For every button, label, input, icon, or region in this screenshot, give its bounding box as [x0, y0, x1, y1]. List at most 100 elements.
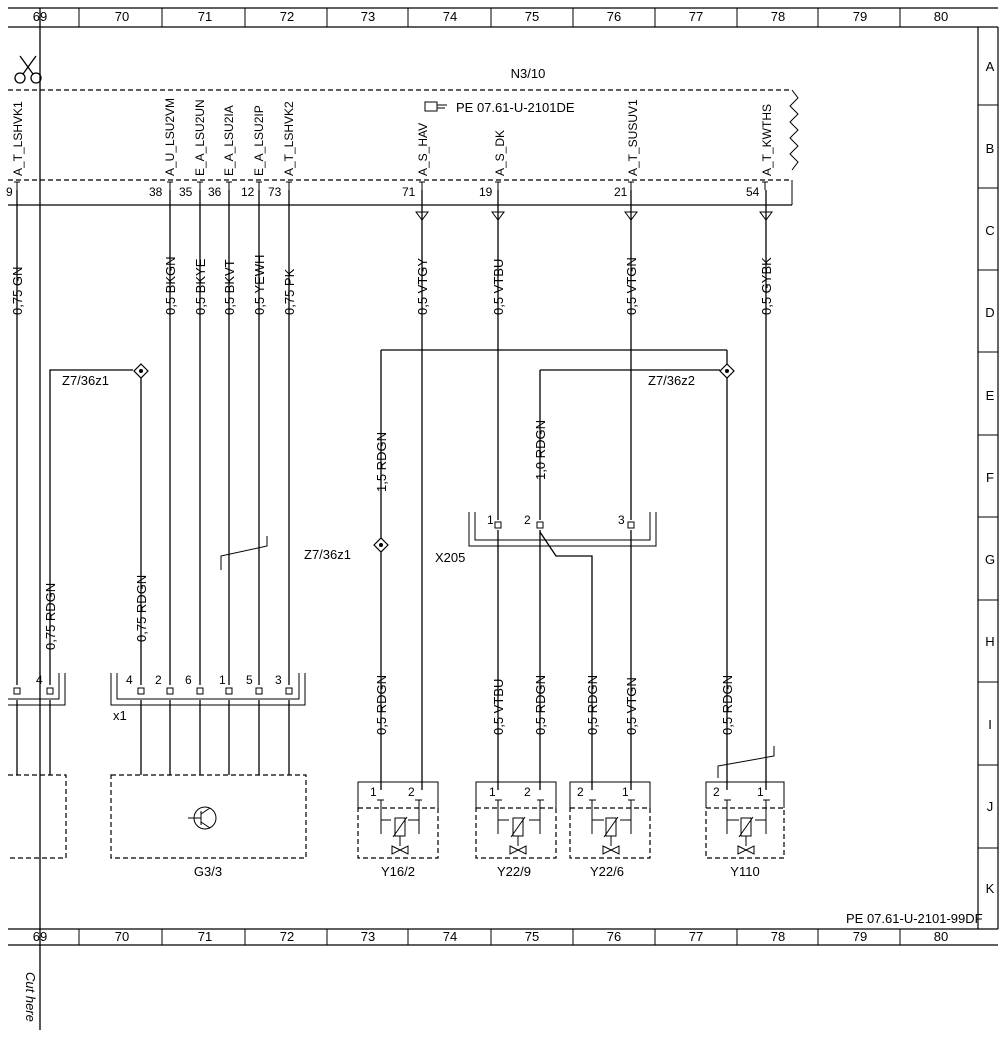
splice-z7-36z1-left: Z7/36z1 — [62, 363, 149, 388]
component-name: G3/3 — [194, 864, 222, 879]
signal-label: A_S_HAV — [416, 123, 430, 176]
footer-reference: PE 07.61-U-2101-99DF — [846, 911, 983, 926]
signal-label: E_A_LSU2IP — [252, 105, 266, 176]
component-left-partial — [8, 774, 67, 859]
col-label: 77 — [689, 9, 703, 24]
splice-label: Z7/36z2 — [648, 373, 695, 388]
splice-label: Z7/36z1 — [62, 373, 109, 388]
col-label: 71 — [198, 929, 212, 944]
splice-z7-36z1-mid: Z7/36z1 — [304, 537, 389, 562]
col-label: 73 — [361, 929, 375, 944]
wire-label: 1,5 RDGN — [374, 432, 389, 492]
wire-label: 0,5 RDGN — [533, 675, 548, 735]
row-label: K — [986, 881, 995, 896]
pin-number: 6 — [185, 673, 192, 687]
column-labels-top: 69 70 71 72 73 74 75 76 77 78 79 80 — [33, 9, 948, 24]
col-label: 79 — [853, 9, 867, 24]
wire-label: 0,5 YEWH — [252, 255, 267, 315]
signal-label: A_T_KWTHS — [760, 104, 774, 176]
wire-label: 0,5 RDGN — [720, 675, 735, 735]
col-label: 74 — [443, 929, 457, 944]
wire-label: 0,5 BKGN — [163, 256, 178, 315]
connector-x1: 4 2 6 1 5 3 x1 — [110, 673, 306, 723]
pin-number: 2 — [524, 513, 531, 527]
col-label: 75 — [525, 9, 539, 24]
signal-label: A_T_LSHVK2 — [282, 101, 296, 176]
signal-label: E_A_LSU2UN — [193, 99, 207, 176]
splice-label: Z7/36z1 — [304, 547, 351, 562]
col-label: 70 — [115, 929, 129, 944]
pin-number: 19 — [479, 185, 493, 199]
row-labels: A B C D E F G H I J K — [985, 59, 995, 896]
wire-label: 0,5 VTGN — [624, 677, 639, 735]
scissors-icon — [14, 55, 42, 84]
col-label: 71 — [198, 9, 212, 24]
pin-number: 2 — [524, 785, 531, 799]
col-label: 74 — [443, 9, 457, 24]
row-label: A — [986, 59, 995, 74]
pin-number: 35 — [179, 185, 193, 199]
solenoid-valve-icon — [391, 816, 409, 855]
signal-label: A_S_DK — [493, 130, 507, 176]
wire-label: 0,5 GYBK — [759, 257, 774, 315]
control-unit-reference: PE 07.61-U-2101DE — [456, 100, 575, 115]
wire-label: 0,75 RDGN — [134, 575, 149, 642]
pin-number: 3 — [618, 513, 625, 527]
signal-label: A_U_LSU2VM — [163, 98, 177, 176]
row-label: J — [987, 799, 994, 814]
col-label: 79 — [853, 929, 867, 944]
control-unit-name: N3/10 — [511, 66, 546, 81]
wire-label: 0,75 RDGN — [43, 583, 58, 650]
solenoid-valve-icon — [509, 816, 527, 855]
pin-number: 9 — [6, 185, 13, 199]
transistor-icon — [188, 806, 217, 830]
pin-number: 1 — [622, 785, 629, 799]
row-label: F — [986, 470, 994, 485]
pin-number: 2 — [713, 785, 720, 799]
component-y22-6: 2 1 Y22/6 — [569, 781, 651, 879]
col-label: 69 — [33, 929, 47, 944]
component-y110: 2 1 Y110 — [705, 781, 785, 879]
wire-label: 0,75 GN — [10, 267, 25, 315]
component-y22-9: 1 2 Y22/9 — [475, 781, 557, 879]
signal-label: A_T_LSHVK1 — [11, 101, 25, 176]
row-label: D — [985, 305, 994, 320]
connector-name: X205 — [435, 550, 465, 565]
pin-number: 1 — [487, 513, 494, 527]
wires-x1-g3 — [140, 700, 290, 775]
cut-here-label: Cut here — [23, 972, 38, 1022]
col-label: 72 — [280, 9, 294, 24]
wire-label: 0,5 RDGN — [374, 675, 389, 735]
pin-number: 2 — [408, 785, 415, 799]
pin-number: 21 — [614, 185, 628, 199]
wire-label: 0,5 BKYE — [193, 258, 208, 315]
connector-name: x1 — [113, 708, 127, 723]
col-label: 72 — [280, 929, 294, 944]
col-label: 76 — [607, 929, 621, 944]
component-y16-2: 1 2 Y16/2 — [357, 781, 439, 879]
row-label: B — [986, 141, 995, 156]
col-label: 73 — [361, 9, 375, 24]
component-name: Y16/2 — [381, 864, 415, 879]
column-separators-top — [78, 8, 901, 945]
solenoid-valve-icon — [602, 816, 620, 855]
wire-label: 0,5 VTGY — [415, 258, 430, 315]
wire-label: 0,75 PK — [282, 268, 297, 315]
col-label: 70 — [115, 9, 129, 24]
pointing-hand-icon — [424, 101, 447, 112]
wire-labels-mid: 1,5 RDGN 1,0 RDGN 0,75 RDGN 0,75 RDGN — [43, 420, 548, 650]
drawing-frame — [8, 7, 999, 1030]
pin-number: 73 — [268, 185, 282, 199]
pin-number: 36 — [208, 185, 222, 199]
wire-label: 1,0 RDGN — [533, 420, 548, 480]
col-label: 75 — [525, 929, 539, 944]
col-label: 76 — [607, 9, 621, 24]
pin-number: 2 — [577, 785, 584, 799]
wires — [16, 190, 775, 790]
col-label: 78 — [771, 9, 785, 24]
component-name: Y22/9 — [497, 864, 531, 879]
wire-label: 0,5 VTGN — [624, 257, 639, 315]
row-label: G — [985, 552, 995, 567]
pin-number: 4 — [36, 673, 43, 687]
wire-label: 0,5 BKVT — [222, 259, 237, 315]
